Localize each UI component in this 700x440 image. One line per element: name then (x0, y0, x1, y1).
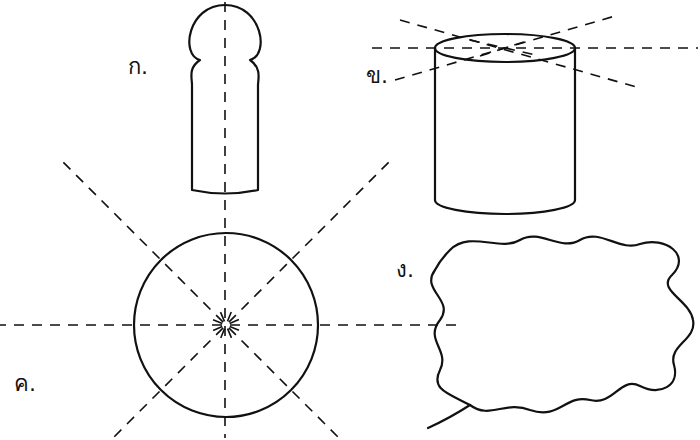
irregular-tail (428, 405, 470, 428)
symmetry-line (213, 320, 239, 331)
symmetry-line (470, 40, 540, 56)
figure-label: ก. (128, 55, 148, 79)
symmetry-line (372, 47, 698, 49)
symmetry-line (221, 312, 231, 338)
figure-label: ง. (396, 258, 414, 282)
symmetry-line (0, 324, 456, 326)
symmetry-line (213, 320, 239, 330)
cylinder-figure (435, 34, 575, 214)
figure-label: ค. (14, 372, 36, 396)
symmetry-line (63, 162, 388, 440)
symmetry-line (480, 40, 530, 56)
figure-label: ข. (366, 64, 388, 88)
irregular-figure (431, 237, 693, 413)
symmetry-line (221, 312, 232, 338)
symmetry-line (63, 162, 388, 440)
symmetry-line (395, 16, 615, 80)
symmetry-line (400, 20, 640, 88)
